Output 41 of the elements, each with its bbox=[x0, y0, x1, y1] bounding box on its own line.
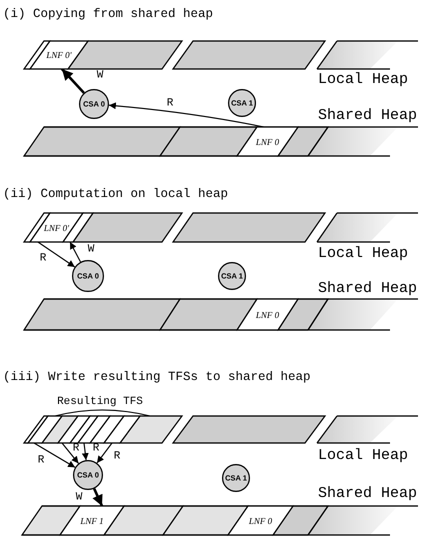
arrow bbox=[70, 242, 81, 262]
memory-block bbox=[237, 127, 298, 156]
arrow bbox=[82, 442, 89, 460]
arrow bbox=[92, 488, 104, 507]
process-circle bbox=[222, 464, 250, 492]
block-label: LNF 0 bbox=[256, 310, 280, 320]
block-label: LNF 0' bbox=[46, 50, 72, 60]
memory-block bbox=[237, 299, 298, 330]
memory-block bbox=[28, 416, 62, 443]
block-label: LNF 0' bbox=[44, 222, 70, 232]
memory-block bbox=[78, 416, 110, 443]
block-label: LNF 1 bbox=[80, 516, 104, 526]
bracket-label: Resulting TFS bbox=[57, 397, 143, 408]
memory-block bbox=[104, 416, 140, 443]
memory-block bbox=[60, 506, 124, 535]
memory-block bbox=[58, 416, 90, 443]
process-circle bbox=[73, 460, 103, 490]
heap-label: Local Heap bbox=[318, 448, 408, 463]
arrow bbox=[108, 102, 264, 128]
memory-block bbox=[228, 506, 293, 535]
heap-label: Local Heap bbox=[318, 246, 408, 261]
panel-heading: (ii) Computation on local heap bbox=[3, 188, 228, 200]
arrow bbox=[38, 242, 76, 268]
block-label: LNF 0 bbox=[256, 136, 280, 146]
process-circle bbox=[72, 260, 104, 292]
memory-block bbox=[63, 213, 93, 242]
process-circle bbox=[218, 262, 246, 290]
heap-label: Local Heap bbox=[318, 72, 408, 87]
arrow bbox=[62, 442, 79, 464]
arrow bbox=[34, 442, 76, 468]
heap-label: Shared Heap bbox=[318, 108, 418, 123]
arrow bbox=[96, 442, 112, 464]
panel-heading: (iii) Write resulting TFSs to shared heap bbox=[3, 371, 311, 384]
memory-block bbox=[30, 41, 88, 69]
panel-heading: (i) Copying from shared heap bbox=[3, 8, 214, 20]
process-circle bbox=[79, 89, 109, 119]
heap-label: Shared Heap bbox=[318, 281, 418, 296]
arrow bbox=[60, 68, 85, 94]
block-label: LNF 0 bbox=[248, 516, 272, 526]
heap-label: Shared Heap bbox=[318, 486, 418, 501]
process-circle bbox=[228, 89, 256, 117]
